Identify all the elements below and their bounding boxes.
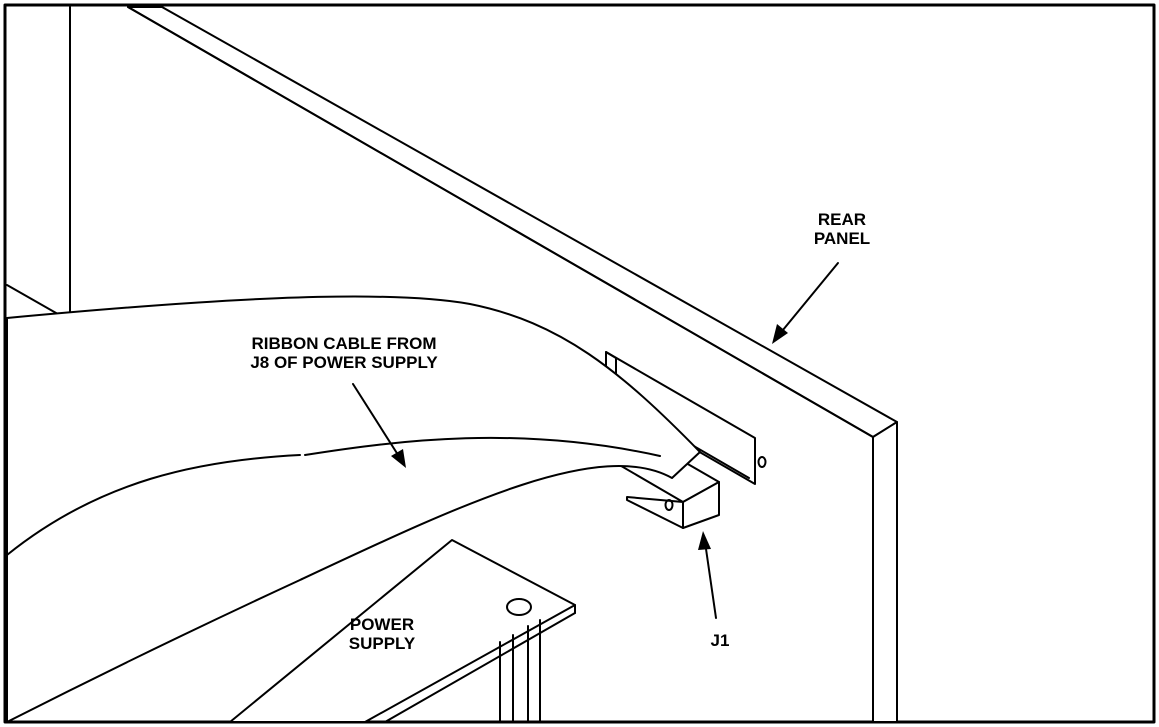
power-supply-label: POWER SUPPLY [348, 615, 416, 653]
figure-frame [3, 3, 1156, 724]
j1-label: J1 [710, 631, 730, 650]
rear-panel-arrow [772, 262, 839, 344]
ribbon-cable [6, 295, 701, 723]
j1-arrow [698, 531, 717, 619]
rear-panel-label: REAR PANEL [813, 210, 871, 248]
rear-panel [127, 6, 898, 723]
power-supply-board [229, 539, 576, 723]
ribbon-cable-label: RIBBON CABLE FROM J8 OF POWER SUPPLY [250, 334, 438, 372]
ribbon-cable-arrow [352, 383, 406, 468]
